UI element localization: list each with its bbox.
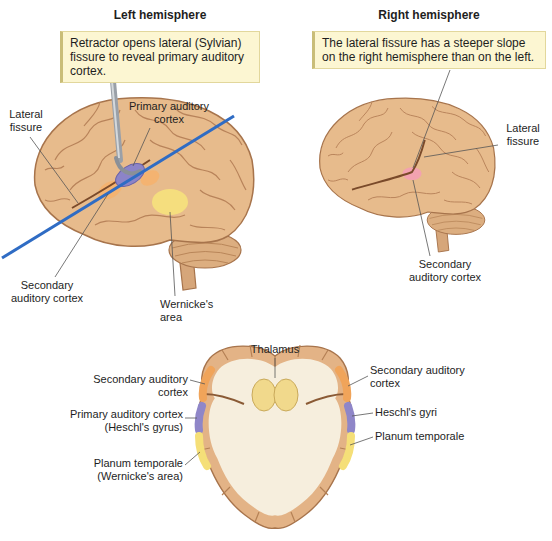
callout-text: The lateral fissure has a steeper slope … bbox=[312, 31, 546, 69]
right-brain bbox=[320, 98, 495, 252]
callout-box: Right hemisphereThe lateral fissure has … bbox=[312, 8, 546, 69]
part-label: Thalamus bbox=[245, 343, 305, 356]
part-label: Secondary auditory cortex bbox=[80, 373, 188, 399]
callout-text: Retractor opens lateral (Sylvian) fissur… bbox=[60, 31, 260, 83]
part-label: Secondary auditory cortex bbox=[370, 364, 480, 390]
retractor-highlight bbox=[111, 70, 119, 158]
part-label: Lateral fissure bbox=[4, 108, 48, 134]
planum-temporale-band bbox=[199, 436, 351, 466]
part-label: Planum temporale (Wernicke's area) bbox=[78, 457, 183, 483]
panel-heading: Right hemisphere bbox=[312, 8, 546, 23]
retractor-blade bbox=[116, 158, 140, 173]
retractor-rod bbox=[112, 70, 120, 160]
leader-line bbox=[30, 128, 498, 465]
section-plane bbox=[2, 116, 234, 258]
part-label: Heschl's gyri bbox=[375, 406, 475, 419]
left-brain bbox=[35, 98, 254, 290]
heschl-gyrus-band bbox=[199, 406, 352, 430]
callout-box: Left hemisphereRetractor opens lateral (… bbox=[60, 8, 260, 83]
thalamus bbox=[252, 379, 276, 411]
part-label: Planum temporale bbox=[375, 430, 485, 443]
part-label: Lateral fissure bbox=[500, 122, 546, 148]
panel-heading: Left hemisphere bbox=[60, 8, 260, 23]
part-label: Wernicke's area bbox=[160, 298, 220, 324]
part-label: Secondary auditory cortex bbox=[2, 279, 92, 305]
wernicke-area bbox=[152, 189, 188, 215]
part-label: Secondary auditory cortex bbox=[400, 258, 490, 284]
white-matter bbox=[209, 359, 342, 516]
part-label: Primary auditory cortex bbox=[128, 100, 210, 126]
thalamus bbox=[274, 379, 298, 411]
part-label: Primary auditory cortex (Heschl's gyrus) bbox=[58, 408, 183, 434]
